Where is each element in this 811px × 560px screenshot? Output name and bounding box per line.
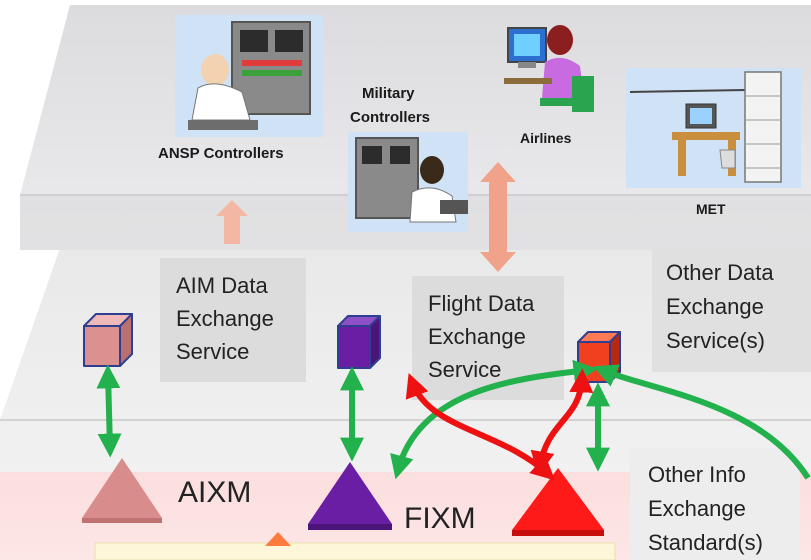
fixm-standard-triangle bbox=[308, 462, 392, 530]
airlines-label: Airlines bbox=[520, 130, 572, 146]
foundation-layer-edge bbox=[94, 542, 616, 560]
flight-service-line3: Service bbox=[428, 357, 501, 382]
aim-service-line1: AIM Data bbox=[176, 273, 268, 298]
other-standard-line1: Other Info bbox=[648, 462, 746, 487]
other-standard-line2: Exchange bbox=[648, 496, 746, 521]
aim-service-line3: Service bbox=[176, 339, 249, 364]
military-label-line2: Controllers bbox=[350, 109, 430, 126]
ansp-controllers-picture bbox=[175, 15, 323, 137]
other-service-line2: Exchange bbox=[666, 294, 764, 319]
flight-service-line2: Exchange bbox=[428, 324, 526, 349]
other-standard-triangle bbox=[512, 468, 604, 536]
aim-service-cube bbox=[83, 313, 133, 367]
other-standard-box bbox=[630, 448, 800, 560]
flight-service-cube bbox=[337, 315, 381, 369]
fixm-label: FIXM bbox=[404, 502, 476, 535]
other-to-right-curve bbox=[593, 364, 811, 480]
aim-user-link-arrow bbox=[216, 200, 248, 244]
met-picture bbox=[626, 68, 801, 188]
met-label: MET bbox=[696, 201, 726, 217]
other-standard-line3: Standard(s) bbox=[648, 530, 763, 555]
ansp-controllers-label: ANSP Controllers bbox=[158, 145, 284, 162]
aim-service-box bbox=[160, 258, 306, 382]
aixm-standard-triangle bbox=[82, 458, 162, 523]
other-service-line3: Service(s) bbox=[666, 328, 765, 353]
aim-service-line2: Exchange bbox=[176, 306, 274, 331]
flight-user-link-arrow bbox=[480, 162, 516, 272]
airlines-picture bbox=[504, 25, 594, 112]
aixm-label: AIXM bbox=[178, 476, 251, 509]
other-service-box bbox=[652, 250, 811, 372]
aim-aixm-link bbox=[96, 364, 122, 458]
other-service-line1: Other Data bbox=[666, 260, 774, 285]
other-to-standard-red-link bbox=[530, 368, 594, 476]
military-controllers-picture bbox=[348, 132, 468, 232]
flight-to-standard-red-link bbox=[405, 373, 556, 481]
flight-service-line1: Flight Data bbox=[428, 291, 535, 316]
military-label-line1: Military bbox=[362, 85, 415, 102]
